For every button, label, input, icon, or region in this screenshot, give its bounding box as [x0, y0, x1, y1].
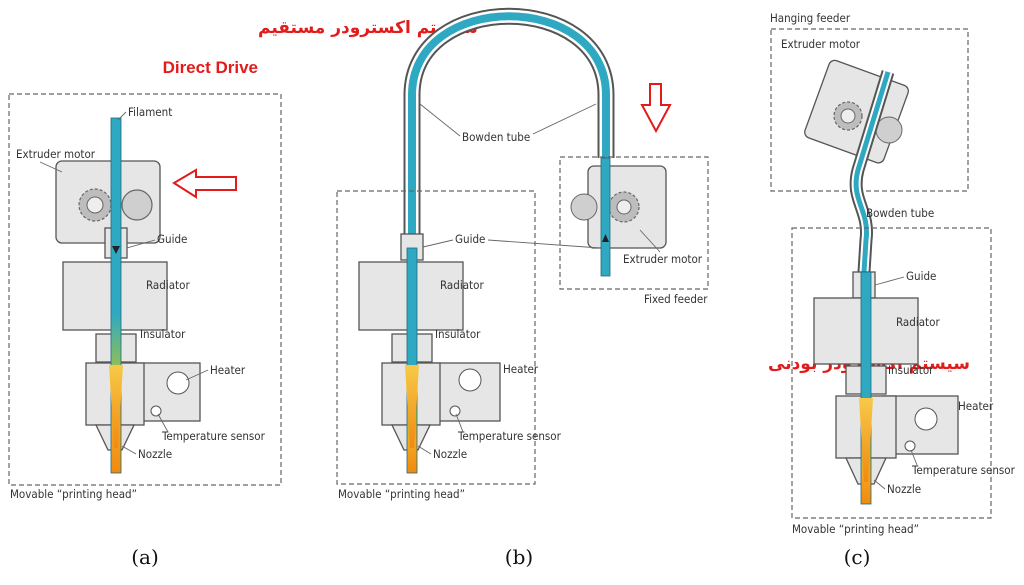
gear-icon [833, 101, 863, 131]
caption-a: (a) [131, 545, 159, 569]
label-extruder-motor-a: Extruder motor [16, 147, 96, 161]
leader-filament-a [117, 111, 127, 121]
leader-sensor-c [910, 449, 918, 466]
gear-icon [608, 191, 640, 223]
caption-b: (b) [505, 545, 533, 569]
idler-wheel-icon [875, 116, 903, 144]
title-direct-drive-english: Direct Drive [163, 58, 258, 77]
movable-head-box-c [791, 227, 992, 519]
label-guide-c: Guide [906, 269, 936, 283]
leader-nozzle-c [873, 479, 886, 490]
leader-nozzle-a [121, 445, 137, 455]
label-radiator-b: Radiator [440, 278, 484, 292]
leader-guide-b2 [487, 239, 601, 249]
label-movable-head-c: Movable “printing head” [792, 522, 919, 536]
panel-a: سیستم اکسترودر مستقیم Direct Drive Filam… [8, 18, 478, 569]
heater-hole-c [914, 407, 938, 431]
label-temp-sensor-c: Temperature sensor [911, 463, 1016, 477]
title-direct-drive-persian: سیستم اکسترودر مستقیم [258, 18, 478, 38]
leader-motor-b [639, 229, 661, 253]
feed-arrow-a [112, 246, 120, 254]
label-radiator-c: Radiator [896, 315, 940, 329]
label-heater-c: Heater [958, 399, 994, 413]
melt-zone-a [109, 365, 123, 448]
leader-sensor-a [157, 413, 169, 433]
leader-bowden-b2 [532, 103, 597, 135]
feed-arrow-b [602, 234, 609, 242]
label-guide-b: Guide [455, 232, 485, 246]
label-nozzle-a: Nozzle [138, 447, 172, 461]
bowden-filament-b [408, 12, 610, 250]
melt-zone-b [405, 365, 419, 448]
label-filament-a: Filament [128, 105, 172, 119]
label-guide-a: Guide [157, 232, 187, 246]
idler-wheel-icon [570, 193, 598, 221]
heater-hole-a [166, 371, 190, 395]
label-movable-head-b: Movable “printing head” [338, 487, 465, 501]
label-heater-a: Heater [210, 363, 246, 377]
gear-icon [78, 188, 112, 222]
heater-hole-b [458, 368, 482, 392]
movable-head-box-a [8, 93, 282, 486]
label-temp-sensor-a: Temperature sensor [161, 429, 266, 443]
panel-c: Hanging feeder Extruder motor Bowden tub… [770, 11, 1016, 569]
sensor-hole-a [150, 405, 162, 417]
hanging-feeder-box [770, 28, 969, 192]
label-extruder-motor-c: Extruder motor [781, 37, 861, 51]
movable-head-box-b [336, 190, 536, 485]
label-insulator-a: Insulator [140, 327, 186, 341]
label-insulator-b: Insulator [435, 327, 481, 341]
fixed-feeder-box [559, 156, 709, 290]
label-hanging-feeder: Hanging feeder [770, 11, 851, 25]
filament-a [110, 117, 122, 474]
label-bowden-tube-c: Bowden tube [866, 206, 934, 220]
idler-wheel-icon [121, 189, 153, 221]
leader-nozzle-b [417, 445, 432, 455]
arrow-down-outline-icon [640, 83, 672, 134]
leader-guide-a [126, 239, 156, 249]
label-temp-sensor-b: Temperature sensor [457, 429, 562, 443]
leader-heater-a [185, 369, 209, 381]
label-nozzle-b: Nozzle [433, 447, 467, 461]
label-heater-b: Heater [503, 362, 539, 376]
label-bowden-tube-b: Bowden tube [462, 130, 530, 144]
leader-guide-b1 [422, 239, 454, 248]
label-radiator-a: Radiator [146, 278, 190, 292]
leader-motor-a [39, 161, 63, 173]
label-extruder-motor-b: Extruder motor [623, 252, 703, 266]
caption-c: (c) [844, 545, 871, 569]
sensor-hole-b [449, 405, 461, 417]
label-movable-head-a: Movable “printing head” [10, 487, 137, 501]
bowden-filament-c [853, 71, 891, 273]
filament-c [860, 271, 872, 505]
label-insulator-c: Insulator [888, 363, 934, 377]
melt-zone-c [859, 398, 873, 482]
label-fixed-feeder: Fixed feeder [644, 292, 708, 306]
sensor-hole-c [904, 440, 916, 452]
feeder-filament-b [600, 157, 611, 277]
filament-b [406, 247, 418, 474]
arrow-left-outline-icon [172, 168, 237, 199]
leader-sensor-b [455, 413, 464, 433]
label-nozzle-c: Nozzle [887, 482, 921, 496]
leader-bowden-b1 [419, 103, 461, 137]
leader-guide-c [874, 276, 905, 286]
